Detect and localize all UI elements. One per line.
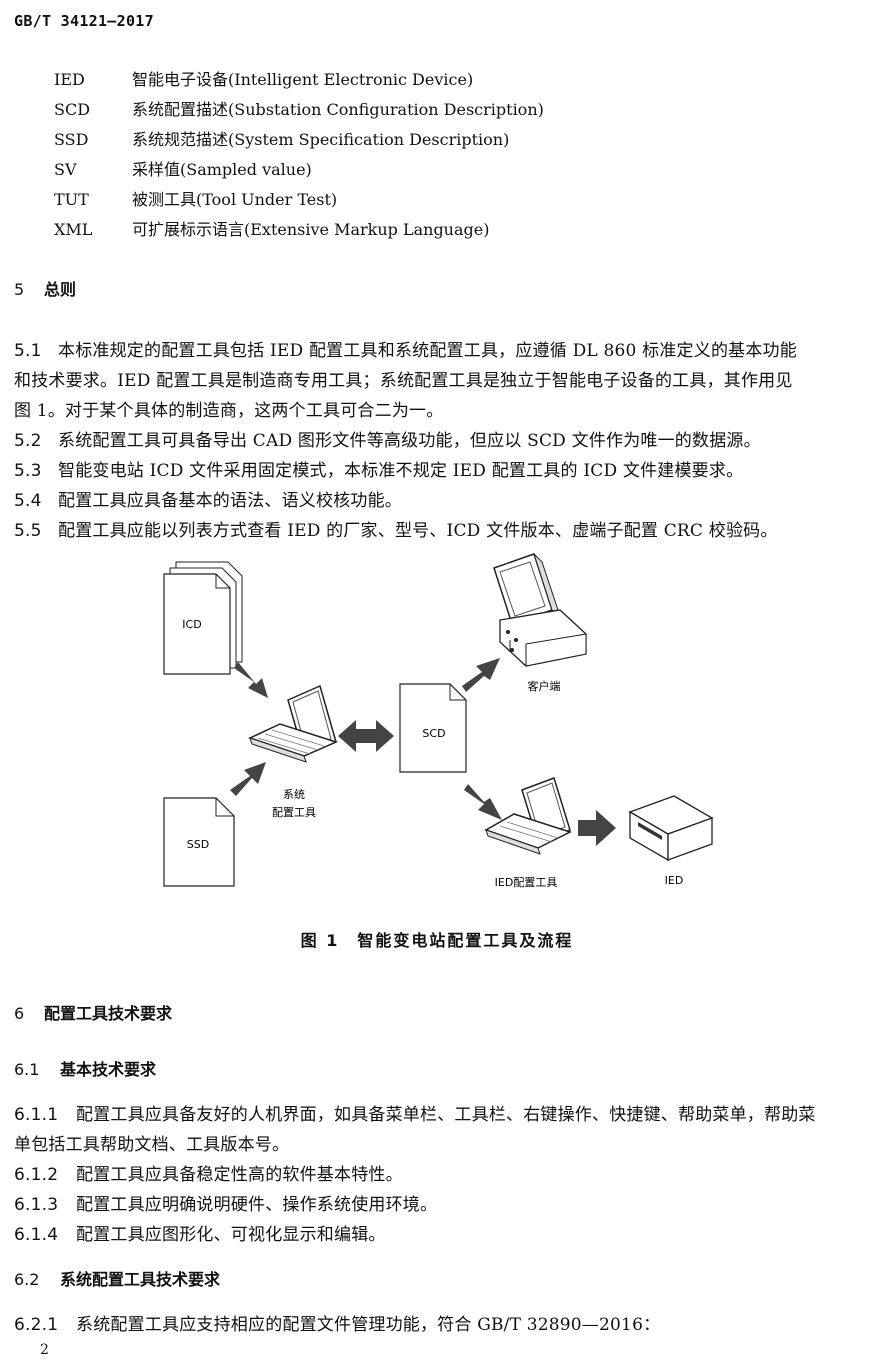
clause-text: 系统配置工具可具备导出 CAD 图形文件等高级功能，但应以 SCD 文件作为唯一… — [58, 431, 761, 451]
clause-text: 配置工具应具备稳定性高的软件基本特性。 — [76, 1165, 403, 1185]
clause-text: 配置工具应图形化、可视化显示和编辑。 — [76, 1225, 386, 1245]
section-title: 基本技术要求 — [60, 1060, 157, 1079]
figure-caption: 图 1 智能变电站配置工具及流程 — [300, 931, 574, 950]
clause-text: 配置工具应明确说明硬件、操作系统使用环境。 — [76, 1195, 438, 1215]
abbreviation-code: SV — [54, 160, 77, 179]
paragraph-5-2: 5.2 系统配置工具可具备导出 CAD 图形文件等高级功能，但应以 SCD 文件作… — [14, 426, 761, 451]
section-number: 6.2 — [14, 1270, 40, 1289]
clause-number: 5.5 — [14, 521, 42, 541]
paragraph-5-1-line1: 5.1 本标准规定的配置工具包括 IED 配置工具和系统配置工具，应遵循 DL 8… — [14, 336, 797, 361]
laptop-icon — [484, 777, 572, 855]
clause-number: 5.4 — [14, 491, 42, 511]
scd-document-icon: SCD — [399, 683, 467, 773]
page-number: 2 — [40, 1342, 49, 1358]
abbreviation-code: SSD — [54, 130, 89, 149]
clause-number: 6.2.1 — [14, 1315, 59, 1335]
clause-text: 智能变电站 ICD 文件采用固定模式，本标准不规定 IED 配置工具的 ICD … — [58, 461, 744, 481]
abbreviation-item: IED 智能电子设备(Intelligent Electronic Device) — [54, 66, 473, 90]
section-number: 6.1 — [14, 1060, 40, 1079]
abbreviation-desc: 采样值(Sampled value) — [132, 160, 312, 179]
system-tool-label-line1: 系统 — [283, 788, 305, 801]
abbreviation-desc: 系统配置描述(Substation Configuration Descript… — [132, 100, 544, 119]
abbreviation-item: TUT 被测工具(Tool Under Test) — [54, 186, 337, 210]
arrow-icon — [230, 662, 268, 796]
section-title: 系统配置工具技术要求 — [60, 1270, 221, 1289]
abbreviation-item: SSD 系统规范描述(System Specification Descripti… — [54, 126, 509, 150]
section-title: 总则 — [44, 280, 77, 299]
abbreviation-desc: 系统规范描述(System Specification Description) — [132, 130, 510, 149]
abbreviation-desc: 可扩展标示语言(Extensive Markup Language) — [132, 220, 490, 239]
section-heading-5: 5 总则 — [14, 276, 76, 300]
standard-code-header: GB/T 34121—2017 — [14, 12, 154, 30]
paragraph-6-1-1-line2: 单包括工具帮助文档、工具版本号。 — [14, 1135, 290, 1155]
paragraph-6-1-1-line1: 6.1.1 配置工具应具备友好的人机界面，如具备菜单栏、工具栏、右键操作、快捷键、… — [14, 1100, 816, 1125]
abbreviation-code: TUT — [54, 190, 89, 209]
abbreviation-code: IED — [54, 70, 85, 89]
ied-label: IED — [665, 874, 684, 887]
clause-text: 系统配置工具应支持相应的配置文件管理功能，符合 GB/T 32890—2016： — [76, 1315, 661, 1335]
section-number: 6 — [14, 1004, 25, 1023]
section-title: 配置工具技术要求 — [44, 1004, 173, 1023]
abbreviation-desc: 智能电子设备(Intelligent Electronic Device) — [132, 70, 474, 89]
abbreviation-desc: 被测工具(Tool Under Test) — [132, 190, 338, 209]
system-tool-label-line2: 配置工具 — [272, 806, 316, 819]
clause-number: 6.1.2 — [14, 1165, 59, 1185]
arrow-icon — [578, 810, 616, 846]
abbreviation-code: SCD — [54, 100, 91, 119]
double-arrow-icon — [338, 720, 394, 752]
paragraph-6-2-1: 6.2.1 系统配置工具应支持相应的配置文件管理功能，符合 GB/T 32890—… — [14, 1310, 660, 1335]
paragraph-6-1-3: 6.1.3 配置工具应明确说明硬件、操作系统使用环境。 — [14, 1190, 437, 1215]
figure-1-diagram: ICD SSD 系统 配置工具 — [150, 550, 730, 890]
paragraph-5-1-line3: 图 1。对于某个具体的制造商，这两个工具可合二为一。 — [14, 401, 444, 421]
clause-number: 5.1 — [14, 341, 42, 361]
clause-text: 本标准规定的配置工具包括 IED 配置工具和系统配置工具，应遵循 DL 860 … — [58, 341, 797, 361]
client-label: 客户端 — [528, 679, 561, 693]
clause-number: 6.1.4 — [14, 1225, 59, 1245]
ied-tool-label: IED配置工具 — [495, 876, 558, 889]
clause-text: 配置工具应能以列表方式查看 IED 的厂家、型号、ICD 文件版本、虚端子配置 … — [58, 521, 778, 541]
abbreviation-item: XML 可扩展标示语言(Extensive Markup Language) — [54, 216, 489, 240]
icd-label: ICD — [182, 618, 201, 631]
paragraph-5-4: 5.4 配置工具应具备基本的语法、语义校核功能。 — [14, 486, 402, 511]
scd-label: SCD — [422, 727, 445, 740]
clause-number: 5.3 — [14, 461, 42, 481]
section-heading-6-1: 6.1 基本技术要求 — [14, 1056, 156, 1080]
section-number: 5 — [14, 280, 25, 299]
clause-number: 6.1.1 — [14, 1105, 59, 1125]
abbreviation-code: XML — [54, 220, 93, 239]
paragraph-5-3: 5.3 智能变电站 ICD 文件采用固定模式，本标准不规定 IED 配置工具的 I… — [14, 456, 743, 481]
arrow-icon — [462, 658, 500, 692]
arrow-icon — [464, 784, 502, 820]
icd-document-icon: ICD — [163, 561, 243, 675]
ssd-document-icon: SSD — [163, 797, 235, 887]
paragraph-5-5: 5.5 配置工具应能以列表方式查看 IED 的厂家、型号、ICD 文件版本、虚端子… — [14, 516, 778, 541]
clause-number: 6.1.3 — [14, 1195, 59, 1215]
paragraph-5-1-line2: 和技术要求。IED 配置工具是制造商专用工具；系统配置工具是独立于智能电子设备的… — [14, 371, 793, 391]
section-heading-6: 6 配置工具技术要求 — [14, 1000, 172, 1024]
clause-number: 5.2 — [14, 431, 42, 451]
ssd-label: SSD — [187, 838, 209, 851]
clause-text: 配置工具应具备基本的语法、语义校核功能。 — [58, 491, 402, 511]
abbreviation-item: SV 采样值(Sampled value) — [54, 156, 312, 180]
paragraph-6-1-4: 6.1.4 配置工具应图形化、可视化显示和编辑。 — [14, 1220, 386, 1245]
section-heading-6-2: 6.2 系统配置工具技术要求 — [14, 1266, 220, 1290]
paragraph-6-1-2: 6.1.2 配置工具应具备稳定性高的软件基本特性。 — [14, 1160, 403, 1185]
clause-text: 配置工具应具备友好的人机界面，如具备菜单栏、工具栏、右键操作、快捷键、帮助菜单，… — [76, 1105, 816, 1125]
client-computer-icon — [493, 553, 587, 667]
laptop-icon — [247, 684, 339, 763]
ied-device-icon — [628, 795, 714, 862]
abbreviation-item: SCD 系统配置描述(Substation Configuration Descr… — [54, 96, 544, 120]
